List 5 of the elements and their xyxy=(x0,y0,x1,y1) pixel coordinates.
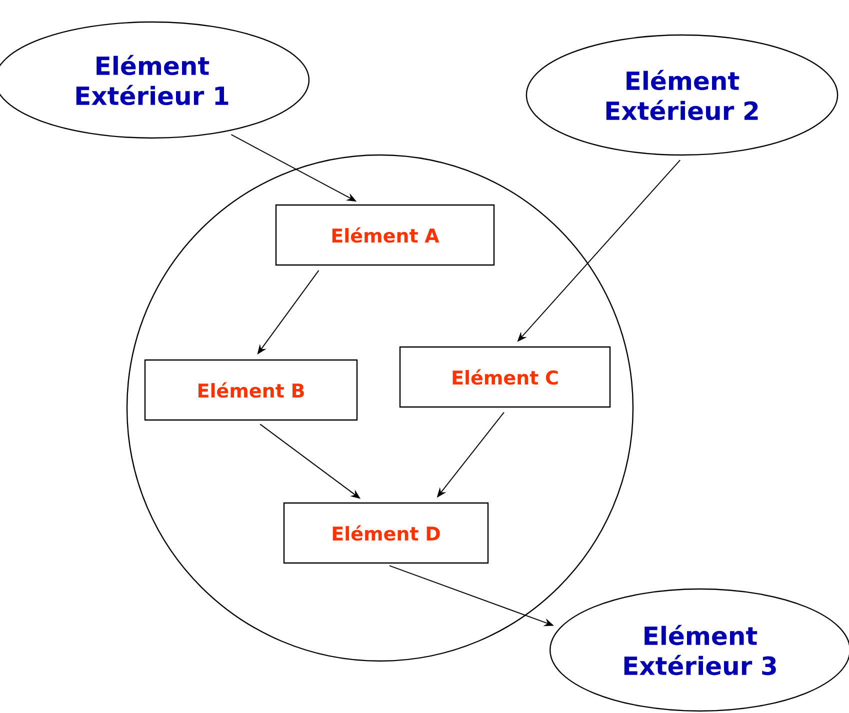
ellipse-node: Elément Extérieur 2 xyxy=(526,34,838,156)
process-box: Elément B xyxy=(144,359,358,421)
process-box: Elément D xyxy=(283,502,489,564)
process-box: Elément C xyxy=(399,346,611,408)
process-box: Elément A xyxy=(275,204,495,266)
